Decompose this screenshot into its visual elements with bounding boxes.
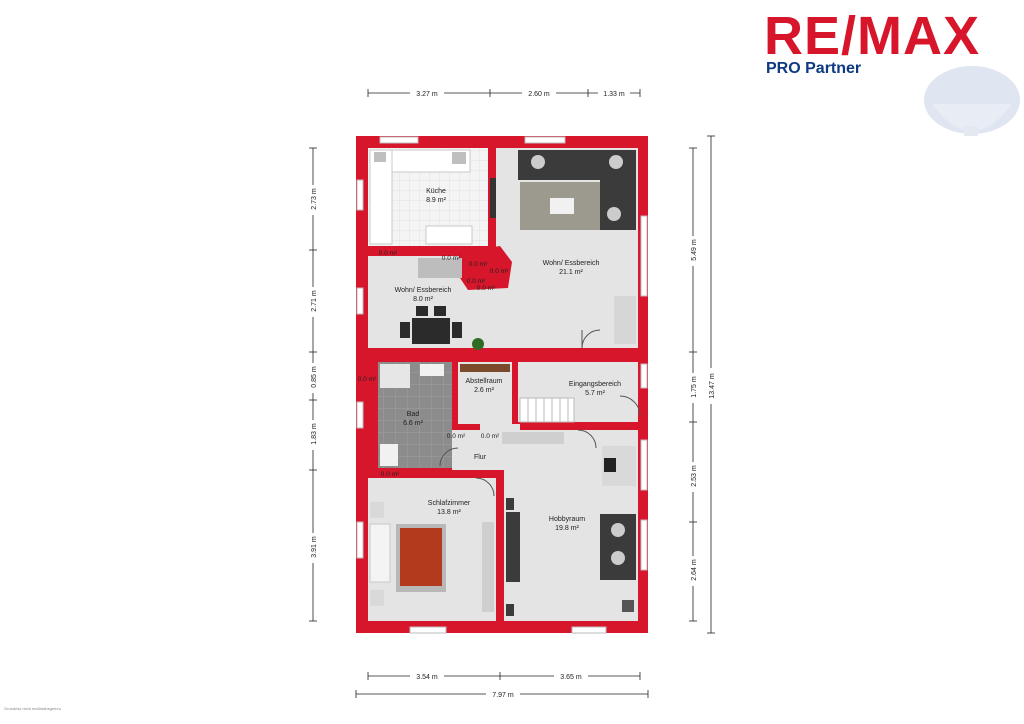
dimension-top-3: 1.33 m — [603, 91, 625, 98]
chimney-block — [456, 246, 512, 290]
dimension-right-4: 2.64 m — [691, 559, 698, 581]
small-area-label: 0.0 m² — [379, 250, 398, 257]
dimension-right-3: 2.53 m — [691, 465, 698, 487]
dimension-right-1: 5.49 m — [691, 239, 698, 261]
room-label-schlafzimmer: Schlafzimmer — [428, 500, 471, 507]
room-label-wohn-ess-1: Wohn/ Essbereich — [543, 260, 600, 267]
furniture — [369, 149, 636, 616]
small-area-label: 0.0 m² — [477, 285, 496, 292]
brand-tagline: PRO Partner — [766, 60, 862, 77]
small-area-label: 0.0 m² — [469, 261, 488, 268]
dimension-left-4: 1.83 m — [311, 423, 318, 445]
room-label-bad: Bad — [407, 411, 420, 418]
room-label-hobbyraum: Hobbyraum — [549, 516, 585, 523]
small-area-label: 0.0 m² — [358, 376, 377, 383]
small-area-label: 0.0 m² — [447, 433, 466, 440]
room-label-kueche: Küche — [426, 188, 446, 195]
plant-icon — [472, 338, 484, 350]
room-label-wohn-ess-2: Wohn/ Essbereich — [395, 287, 452, 294]
room-abstellraum-floor — [458, 362, 512, 424]
dimension-top-2: 2.60 m — [528, 91, 550, 98]
dimension-right-2: 1.75 m — [691, 376, 698, 398]
small-area-label: 0.0 m² — [442, 255, 461, 262]
dimension-right-total: 13.47 m — [709, 373, 716, 398]
room-area-schlafzimmer: 13.8 m² — [437, 509, 461, 516]
dimension-top-1: 3.27 m — [416, 91, 438, 98]
dimension-left-2: 2.71 m — [311, 290, 318, 312]
dimension-left-5: 3.91 m — [311, 536, 318, 558]
bed — [400, 528, 442, 586]
room-area-eingangsbereich: 5.7 m² — [585, 390, 606, 397]
small-area-label: 0.0 m² — [490, 268, 509, 275]
room-area-hobbyraum: 19.8 m² — [555, 525, 579, 532]
dimension-bottom-2: 3.65 m — [560, 674, 582, 681]
dimension-left-1: 2.73 m — [311, 188, 318, 210]
room-area-bad: 6.6 m² — [403, 420, 424, 427]
balloon-icon — [924, 66, 1020, 136]
small-area-label: 0.0 m² — [381, 471, 400, 478]
room-area-wohn-ess-1: 21.1 m² — [559, 269, 583, 276]
remax-logo — [762, 8, 1022, 138]
room-area-wohn-ess-2: 8.0 m² — [413, 296, 434, 303]
dimension-left-3: 0.85 m — [311, 366, 318, 388]
room-label-abstellraum: Abstellraum — [466, 378, 503, 385]
room-label-flur: Flur — [474, 454, 487, 461]
dimension-bottom-1: 3.54 m — [416, 674, 438, 681]
brand-name: RE/MAX — [764, 6, 981, 66]
dining-table — [412, 318, 450, 344]
doors — [439, 329, 641, 497]
small-area-label: 0.0 m² — [481, 433, 500, 440]
windows — [356, 136, 648, 634]
dimension-bottom-total: 7.97 m — [492, 692, 514, 699]
small-area-label: 0.0 m² — [467, 278, 486, 285]
room-area-abstellraum: 2.6 m² — [474, 387, 495, 394]
room-area-kueche: 8.9 m² — [426, 197, 447, 204]
room-label-eingangsbereich: Eingangsbereich — [569, 381, 621, 388]
credit-note: Grundriss nicht maßstabsgetreu — [4, 706, 61, 711]
